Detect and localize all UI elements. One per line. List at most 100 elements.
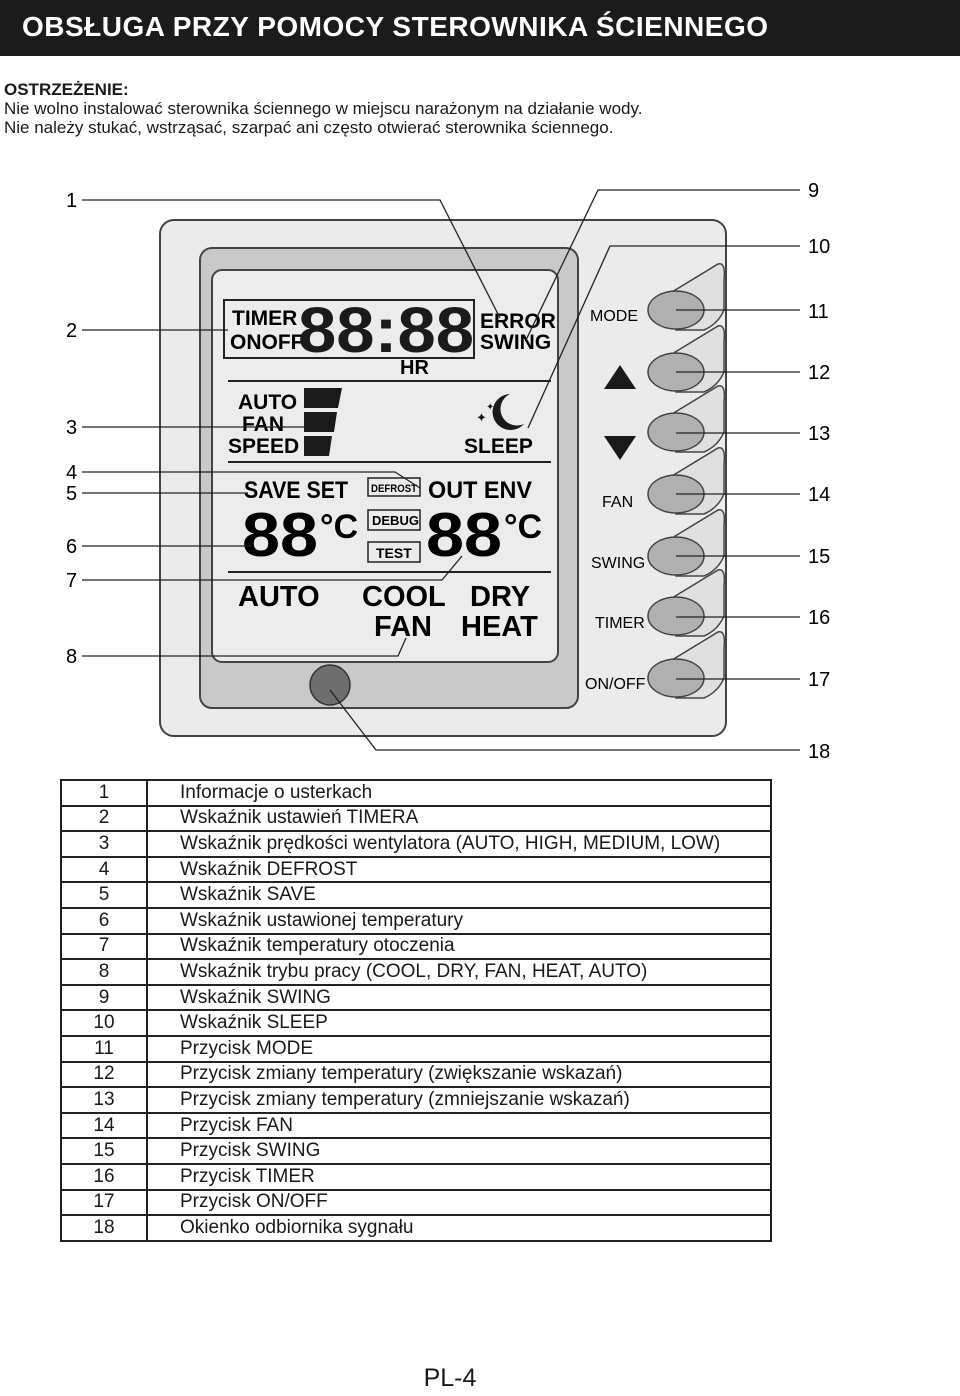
legend-description: Wskaźnik ustawionej temperatury bbox=[146, 906, 772, 935]
callout-7: 7 bbox=[66, 570, 77, 592]
legend-number: 3 bbox=[60, 830, 148, 858]
legend-description: Przycisk FAN bbox=[146, 1111, 772, 1140]
timer-frame bbox=[223, 299, 475, 359]
fan-fan-label: FAN bbox=[242, 413, 284, 436]
page-title: OBSŁUGA PRZY POMOCY STEROWNIKA ŚCIENNEGO bbox=[22, 11, 769, 42]
callout-4: 4 bbox=[66, 462, 77, 484]
callout-15: 15 bbox=[808, 546, 830, 568]
test-label: TEST bbox=[376, 545, 412, 561]
callout-13: 13 bbox=[808, 423, 830, 445]
legend-description: Przycisk MODE bbox=[146, 1034, 772, 1063]
callout-9: 9 bbox=[808, 180, 819, 202]
lcd-screen bbox=[211, 269, 559, 663]
callout-6: 6 bbox=[66, 536, 77, 558]
mode-cool: COOL bbox=[362, 581, 446, 613]
legend-number: 10 bbox=[60, 1009, 148, 1037]
fan-speed-label: SPEED bbox=[228, 435, 299, 458]
set-temp-unit: °C bbox=[320, 508, 358, 546]
page-number: PL-4 bbox=[423, 1364, 477, 1392]
legend-number: 12 bbox=[60, 1060, 148, 1089]
timer-button-label: TIMER bbox=[595, 615, 645, 632]
legend-number: 1 bbox=[60, 779, 148, 807]
mode-dry: DRY bbox=[470, 581, 530, 613]
legend-number: 13 bbox=[60, 1086, 148, 1114]
arrow-down-icon bbox=[604, 436, 636, 460]
debug-box bbox=[367, 509, 421, 531]
temp-down-button[interactable] bbox=[647, 385, 726, 453]
callout-10: 10 bbox=[808, 236, 830, 258]
onoff-button-label: ON/OFF bbox=[585, 676, 646, 693]
out-env-label: OUT ENV bbox=[428, 477, 532, 504]
swing-button-label: SWING bbox=[591, 555, 645, 572]
callout-1: 1 bbox=[66, 190, 77, 212]
legend-description: Wskaźnik prędkości wentylatora (AUTO, HI… bbox=[146, 830, 772, 858]
legend-description: Wskaźnik ustawień TIMERA bbox=[146, 804, 772, 833]
callout-2: 2 bbox=[66, 320, 77, 342]
legend-description: Wskaźnik SLEEP bbox=[146, 1009, 772, 1037]
page-header: OBSŁUGA PRZY POMOCY STEROWNIKA ŚCIENNEGO bbox=[0, 0, 960, 56]
set-temp-digits: 88 bbox=[242, 501, 318, 570]
defrost-indicator: DEFROST bbox=[371, 483, 417, 495]
sleep-moon-icon: ✦ ✦ bbox=[476, 394, 524, 430]
legend-description: Przycisk SWING bbox=[146, 1137, 772, 1165]
warning-line-1: Nie wolno instalować sterownika ścienneg… bbox=[4, 99, 643, 118]
mode-auto: AUTO bbox=[238, 581, 320, 613]
warning-title: OSTRZEŻENIE: bbox=[4, 80, 129, 99]
legend-description: Informacje o usterkach bbox=[146, 779, 772, 807]
callout-11: 11 bbox=[808, 301, 829, 323]
debug-label: DEBUG bbox=[372, 513, 419, 528]
legend-description: Przycisk zmiany temperatury (zmniejszani… bbox=[146, 1086, 772, 1114]
callout-5: 5 bbox=[66, 483, 77, 505]
svg-text:✦: ✦ bbox=[476, 410, 487, 425]
right-callouts: 9 10 11 12 13 14 15 16 17 18 bbox=[808, 180, 830, 763]
left-callouts: 1 2 3 4 5 6 7 8 bbox=[66, 190, 77, 668]
legend-description: Wskaźnik SAVE bbox=[146, 881, 772, 909]
callout-8: 8 bbox=[66, 646, 77, 668]
env-temp-digits: 88 bbox=[426, 501, 502, 570]
swing-indicator: SWING bbox=[480, 331, 551, 354]
clock-digits: 88:88 bbox=[298, 294, 474, 366]
legend-number: 6 bbox=[60, 906, 148, 935]
timer-button[interactable] bbox=[647, 569, 726, 637]
legend-number: 9 bbox=[60, 983, 148, 1012]
hr-label: HR bbox=[400, 357, 429, 379]
save-set-label: SAVE SET bbox=[244, 477, 348, 504]
callout-12: 12 bbox=[808, 362, 830, 384]
onoff-button[interactable] bbox=[647, 631, 726, 699]
legend-number: 11 bbox=[60, 1034, 148, 1063]
env-temp-unit: °C bbox=[504, 508, 542, 546]
callout-3: 3 bbox=[66, 417, 77, 439]
test-box bbox=[367, 541, 421, 563]
receiver-window bbox=[309, 664, 351, 706]
legend-description: Wskaźnik trybu pracy (COOL, DRY, FAN, HE… bbox=[146, 958, 772, 986]
fan-speed-bars bbox=[304, 388, 342, 456]
legend-number: 8 bbox=[60, 958, 148, 986]
defrost-box bbox=[367, 477, 421, 497]
legend-description: Przycisk TIMER bbox=[146, 1162, 772, 1191]
fan-auto-label: AUTO bbox=[238, 391, 297, 414]
mode-fan: FAN bbox=[374, 611, 432, 643]
legend-number: 15 bbox=[60, 1137, 148, 1165]
legend-number: 2 bbox=[60, 804, 148, 833]
sleep-indicator: SLEEP bbox=[464, 435, 533, 458]
legend-number: 7 bbox=[60, 932, 148, 961]
arrow-up-icon bbox=[604, 365, 636, 389]
legend-number: 5 bbox=[60, 881, 148, 909]
legend-description: Okienko odbiornika sygnału bbox=[146, 1214, 772, 1242]
legend-description: Przycisk zmiany temperatury (zwiększanie… bbox=[146, 1060, 772, 1089]
error-label: ERROR bbox=[480, 310, 556, 333]
callout-18: 18 bbox=[808, 741, 830, 763]
onoff-label: ONOFF bbox=[230, 331, 304, 354]
